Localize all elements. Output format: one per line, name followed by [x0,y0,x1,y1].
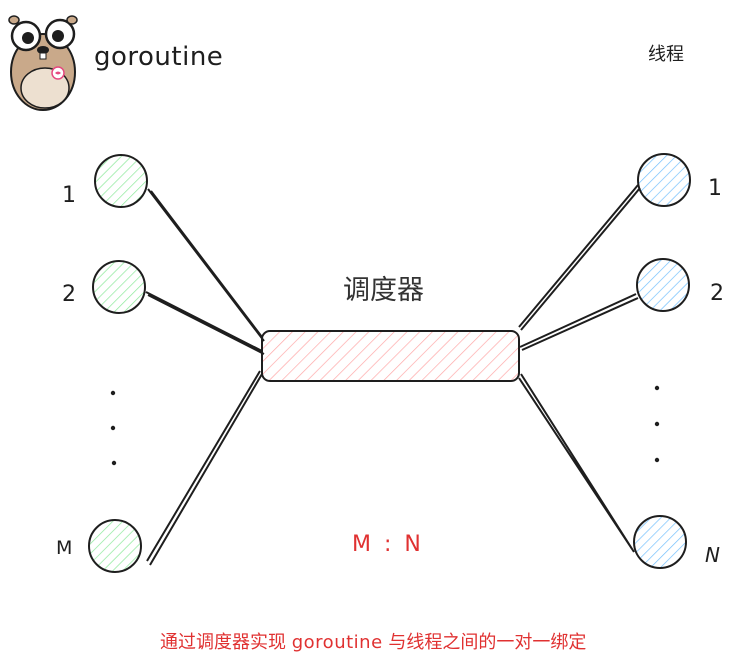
line-thread-1 [518,184,641,331]
thread-circle-2 [636,258,690,312]
line-goroutine-1 [147,188,265,342]
goroutine-connection-lines [145,188,265,566]
line-goroutine-2 [145,291,265,355]
thread-circle-n [633,515,687,569]
caption-keyword: goroutine [291,632,383,653]
caption-prefix: 通过调度器实现 [160,632,286,653]
line-goroutine-m [146,370,263,566]
thread-circle-1 [637,153,691,207]
thread-ellipsis-dots [654,385,660,463]
goroutine-circle-m [88,519,142,573]
line-thread-2 [519,293,639,351]
goroutine-label-m: M [56,537,73,559]
line-thread-n [518,373,635,553]
goroutine-label-2: 2 [62,282,76,307]
scheduler-label: 调度器 [343,275,424,306]
thread-label-n: N [705,543,720,567]
goroutine-circle-2 [92,260,146,314]
goroutine-title: goroutine [94,42,224,72]
caption: 通过调度器实现 goroutine 与线程之间的一对一绑定 [160,628,586,654]
gopher-logo-icon [8,15,78,111]
scheduler-box [261,330,520,382]
goroutine-ellipsis-dots [110,390,117,466]
thread-label-1: 1 [708,176,722,201]
caption-suffix: 与线程之间的一对一绑定 [388,632,587,653]
thread-label: 线程 [648,44,684,65]
thread-connection-lines [518,184,641,553]
goroutine-circle-1 [94,154,148,208]
ratio-label: M : N [352,532,424,557]
thread-label-2: 2 [710,281,724,306]
goroutine-label-1: 1 [62,183,76,208]
